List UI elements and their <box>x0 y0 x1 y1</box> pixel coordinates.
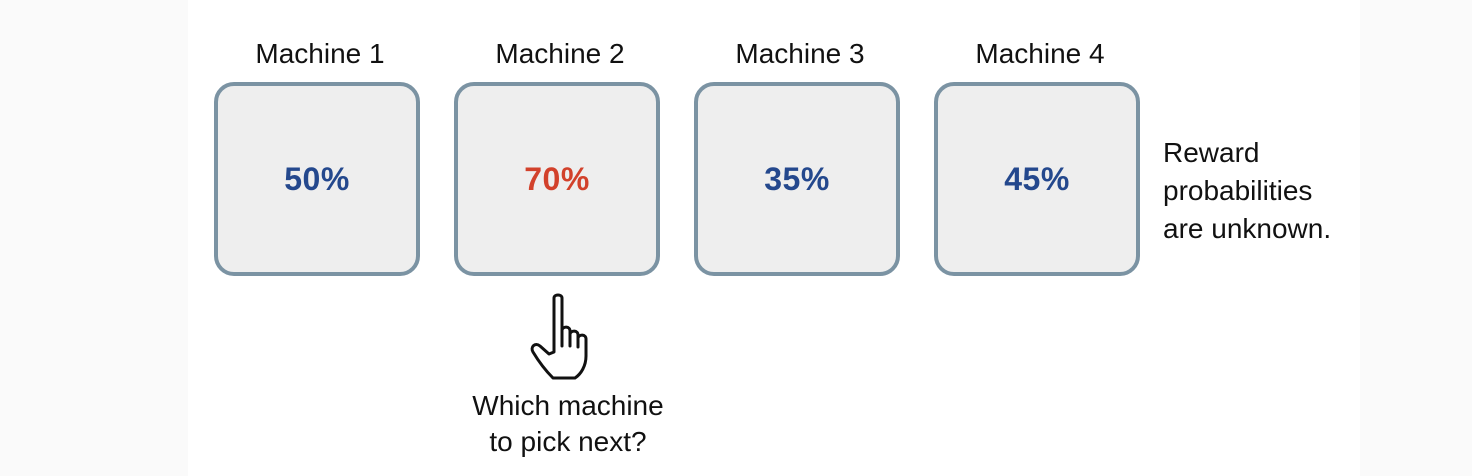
machine-1-probability: 50% <box>284 160 350 197</box>
reward-note-line-3: are unknown. <box>1163 213 1332 244</box>
machine-3-title: Machine 3 <box>735 38 865 69</box>
machine-2-box[interactable]: 70% <box>454 82 660 276</box>
machine-1-box[interactable]: 50% <box>214 82 420 276</box>
machine-3-probability: 35% <box>764 160 830 197</box>
machine-1-title: Machine 1 <box>255 38 385 69</box>
reward-note-line-1: Reward <box>1163 137 1260 168</box>
machine-4-probability: 45% <box>1004 160 1070 197</box>
right-margin <box>1360 0 1472 476</box>
question-text: Which machine to pick next? <box>432 388 704 460</box>
question-line-2: to pick next? <box>489 426 647 457</box>
question-line-1: Which machine <box>472 390 664 421</box>
machine-3-box[interactable]: 35% <box>694 82 900 276</box>
reward-note: Reward probabilities are unknown. <box>1163 134 1403 248</box>
reward-note-line-2: probabilities <box>1163 175 1313 206</box>
machine-2-probability: 70% <box>524 160 590 197</box>
left-margin <box>0 0 188 476</box>
machine-2-title: Machine 2 <box>495 38 625 69</box>
pointing-hand-icon <box>530 293 588 380</box>
machine-4-box[interactable]: 45% <box>934 82 1140 276</box>
machine-4-title: Machine 4 <box>975 38 1105 69</box>
